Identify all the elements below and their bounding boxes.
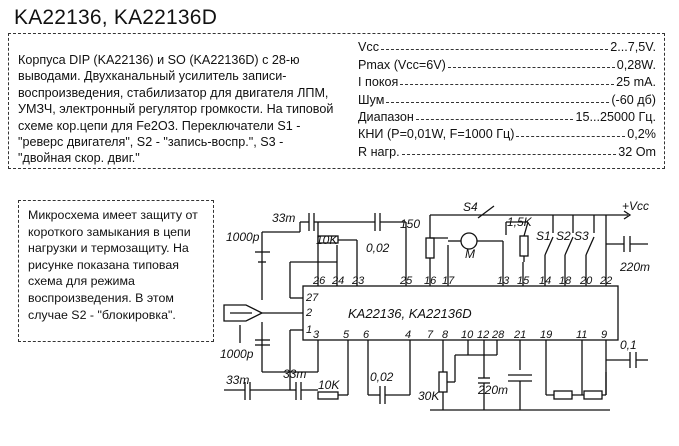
spec-row: Pmax (Vcc=6V) 0,28W. [358,54,656,72]
pin-label: 15 [517,275,530,287]
spec-value: 2...7,5V. [610,40,656,55]
component-label: 0,1 [620,338,637,352]
ic-label: KA22136, KA22136D [348,306,472,321]
component-label: S1 [536,229,551,243]
component-label: S3 [574,229,589,243]
component-label: 10K [316,233,338,247]
component-label: 33m [283,367,306,381]
component-label: S4 [463,200,478,214]
note-text: Микросхема имеет защиту от короткого зам… [28,208,198,322]
component-labels: 33m 1000p 10K 0,02 150 S4 1,5K M S1 S2 S… [220,199,650,403]
spec-value: 0,2% [627,127,656,142]
spec-list: Vcc 2...7,5V. Pmax (Vcc=6V) 0,28W. I покоя… [358,37,656,159]
pin-label: 22 [599,275,612,287]
pin-label: 10 [461,329,474,341]
component-label: 0,02 [366,241,390,255]
pin-label: 14 [539,275,551,287]
component-label: 1,5K [507,215,533,229]
component-label: 150 [400,217,420,231]
spec-label: Диапазон [358,109,414,124]
component-label: +Vcc [622,199,649,213]
pin-label: 8 [442,329,449,341]
component-label: 33m [226,373,249,387]
component-label: 220m [619,260,650,274]
spec-row: КНИ (P=0,01W, F=1000 Гц) 0,2% [358,124,656,141]
spec-row: Vcc 2...7,5V. [358,37,656,54]
pin-label: 12 [477,329,489,341]
pin-label: 25 [399,275,413,287]
pin-label: 5 [343,329,350,341]
component-label: S2 [556,229,571,243]
page-title: KA22136, KA22136D [14,6,218,29]
component-label: 10K [318,378,340,392]
note: Микросхема имеет защиту от короткого зам… [28,207,204,323]
spec-row: Шум (-60 дб) [358,89,656,107]
spec-value: 32 Om [618,144,656,159]
pin-label: 2 [305,307,312,319]
spec-value: (-60 дб) [611,92,656,107]
pin-label: 3 [313,329,320,341]
info-box [8,33,665,169]
spec-label: R нагр. [358,144,400,159]
spec-value: 25 mA. [616,75,656,90]
pin-label: 28 [491,329,505,341]
spec-label: Pmax (Vcc=6V) [358,57,446,72]
pin-label: 27 [305,292,319,304]
pin-label: 17 [442,275,455,287]
spec-label: Vcc [358,40,379,55]
component-label: 33m [272,211,295,225]
component-label: 1000p [220,347,254,361]
spec-row: I покоя 25 mA. [358,72,656,89]
pin-label: 4 [405,329,411,341]
pin-label: 21 [513,329,526,341]
pin-label: 24 [331,275,344,287]
note-box [18,200,214,342]
pin-numbers: 26 24 23 25 16 17 13 15 14 18 20 22 3 5 … [305,275,612,341]
spec-label: I покоя [358,75,399,90]
component-label: 30K [418,389,440,403]
component-label: M [465,247,475,261]
pin-label: 26 [312,275,326,287]
component-label: 1000p [226,230,260,244]
pin-label: 6 [363,329,370,341]
wiring [223,205,648,411]
pin-label: 1 [306,324,312,336]
spec-label: Шум [358,92,385,107]
spec-value: 15...25000 Гц. [575,109,656,124]
component-label: 220m [477,383,508,397]
pin-label: 19 [540,329,552,341]
component-label: 0,02 [370,370,394,384]
spec-row: R нагр. 32 Om [358,141,656,159]
spec-label: КНИ (P=0,01W, F=1000 Гц) [358,127,515,142]
pin-label: 13 [497,275,510,287]
pin-label: 23 [351,275,365,287]
spec-row: Диапазон 15...25000 Гц. [358,107,656,124]
pin-label: 18 [559,275,572,287]
pin-label: 9 [601,329,607,341]
description-text: Корпуса DIP (KA22136) и SO (KA22136D) с … [18,53,334,166]
pin-label: 7 [427,329,434,341]
spec-value: 0,28W. [616,57,656,72]
pin-label: 20 [579,275,593,287]
description: Корпуса DIP (KA22136) и SO (KA22136D) с … [18,52,338,167]
pin-label: 11 [576,329,587,341]
pin-label: 16 [424,275,437,287]
